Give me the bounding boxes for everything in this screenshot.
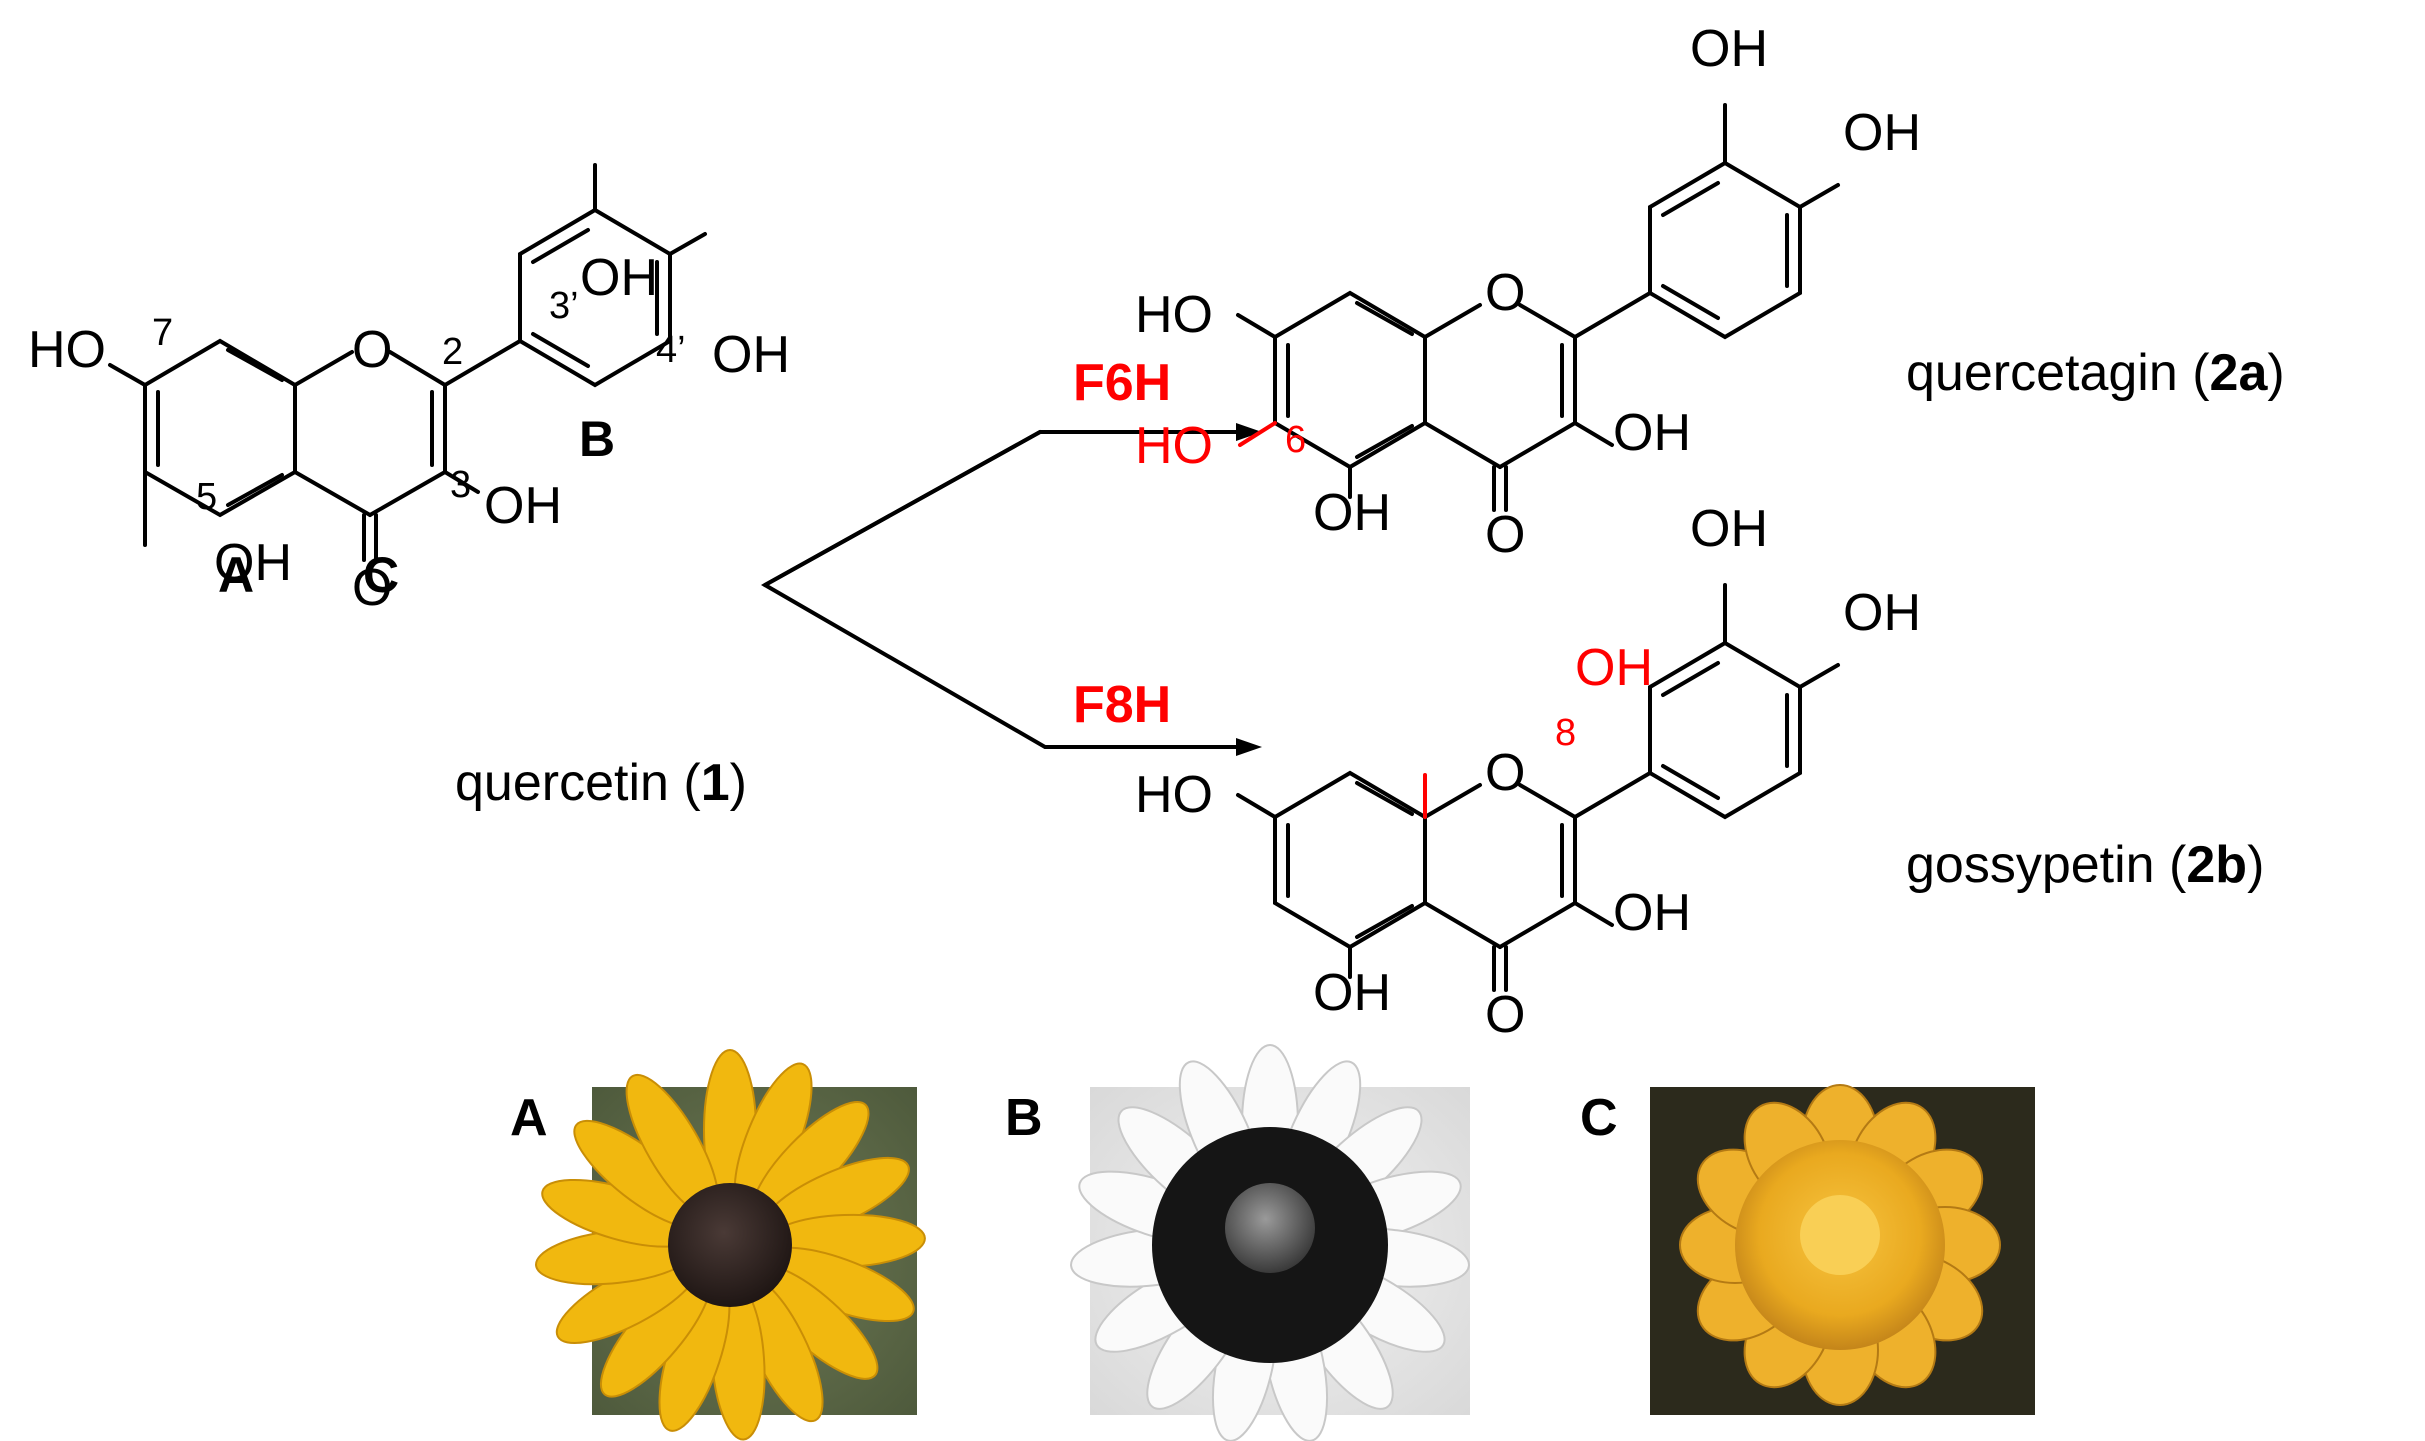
quercetin-4p-hydroxyl: OH [712, 326, 790, 384]
photo-a-label: A [510, 1089, 548, 1147]
quercetin-locant-2: 2 [442, 331, 463, 373]
quercetin-locant-7: 7 [152, 312, 173, 354]
quercetin-ring-a-bonds [143, 338, 297, 518]
gossypetin-5-hydroxyl: OH [1313, 964, 1391, 1022]
quercetagin-ring-oxygen: O [1485, 264, 1525, 322]
gossypetin-8-hydroxyl: OH [1575, 639, 1653, 697]
quercetin-name: quercetin (1) [455, 754, 747, 812]
quercetin-c7-oh-bond [108, 363, 147, 387]
quercetin-7-hydroxyl: HO [28, 321, 106, 379]
f8h-enzyme-label: F8H [1073, 676, 1171, 734]
gossypetin-7-hydroxyl: HO [1135, 766, 1213, 824]
photo-b-ultraviolet-flower [1070, 1044, 1470, 1441]
f6h-enzyme-label: F6H [1073, 354, 1171, 412]
quercetin-3-hydroxyl: OH [484, 477, 562, 535]
quercetagin-carbonyl-oxygen: O [1485, 506, 1525, 564]
quercetin-carbonyl-oxygen: O [352, 559, 392, 617]
quercetagin-4p-hydroxyl: OH [1843, 104, 1921, 162]
gossypetin-4p-hydroxyl: OH [1843, 584, 1921, 642]
gossypetin-locant-8: 8 [1555, 712, 1576, 754]
f6h-arrowhead [1236, 423, 1262, 441]
quercetin-ring-label-c: C [363, 547, 399, 603]
quercetagin-name: quercetagin (2a) [1906, 344, 2285, 402]
quercetin-c4p-oh-bond [668, 232, 707, 256]
f8h-arrow-line [760, 430, 1247, 749]
quercetagin-5-hydroxyl: OH [1313, 484, 1391, 542]
quercetin-structure: HO OH OH OH OH O O 7 5 3 2 3’ 4’ A C B q… [28, 163, 790, 812]
quercetin-ring-oxygen: O [352, 321, 392, 379]
quercetagin-7-hydroxyl: HO [1135, 286, 1213, 344]
quercetin-locant-3: 3 [450, 464, 471, 506]
quercetin-5-hydroxyl: OH [214, 534, 292, 592]
quercetagin-3-hydroxyl: OH [1613, 404, 1691, 462]
quercetagin-structure [1236, 103, 1840, 512]
photo-a-black-eyed-susan [535, 1049, 926, 1441]
quercetagin-locant-6: 6 [1285, 419, 1306, 461]
f8h-arrowhead [1236, 738, 1262, 756]
gossypetin-3p-hydroxyl: OH [1690, 500, 1768, 558]
f6h-arrow-line [763, 430, 1247, 587]
gossypetin-name: gossypetin (2b) [1906, 836, 2264, 894]
gossypetin-ring-oxygen: O [1485, 744, 1525, 802]
photo-c-label: C [1580, 1089, 1618, 1147]
quercetagin-3p-hydroxyl: OH [1690, 20, 1768, 78]
quercetin-locant-3prime: 3’ [549, 285, 579, 327]
quercetin-ring-label-a: A [218, 547, 254, 603]
photo-c-marigold [1650, 1084, 2035, 1415]
quercetin-3p-hydroxyl: OH [580, 249, 658, 307]
quercetin-ring-c-bonds [293, 350, 447, 562]
reaction-scheme: F6H F8H [760, 354, 1262, 756]
gossypetin-3-hydroxyl: OH [1613, 884, 1691, 942]
quercetin-c3-oh-bond [443, 470, 480, 494]
photo-b-label: B [1005, 1089, 1043, 1147]
quercetagin-c6-oh-bond [1238, 421, 1277, 447]
gossypetin-carbonyl-oxygen: O [1485, 986, 1525, 1044]
quercetagin-6-hydroxyl: HO [1135, 417, 1213, 475]
quercetin-locant-5: 5 [196, 476, 217, 518]
quercetin-ring-label-b: B [579, 411, 615, 467]
gossypetin-structure [1236, 583, 1840, 992]
quercetin-locant-4prime: 4’ [656, 329, 686, 371]
